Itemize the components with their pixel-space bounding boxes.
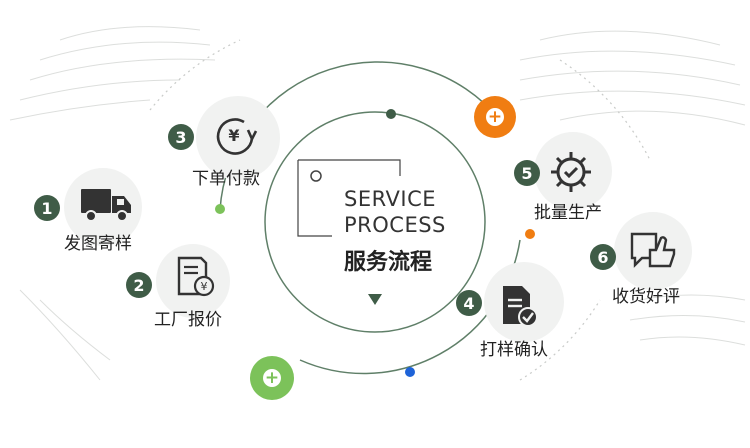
ring-dot xyxy=(386,109,396,119)
title-en-line2: PROCESS xyxy=(344,213,446,237)
svg-text:¥: ¥ xyxy=(228,126,239,145)
step-number: 3 xyxy=(168,124,194,150)
step-bubble xyxy=(196,96,280,180)
step-label: 收货好评 xyxy=(612,287,680,307)
svg-text:¥: ¥ xyxy=(201,280,208,293)
thumbs-up-message-icon xyxy=(630,232,676,268)
title-en-line1: SERVICE xyxy=(344,187,437,211)
frame-circle xyxy=(310,170,322,182)
quote-document-icon: ¥ xyxy=(177,256,215,297)
ring-dot xyxy=(525,229,535,239)
green-plus-button[interactable]: + xyxy=(250,356,294,400)
step-label: 打样确认 xyxy=(480,340,548,360)
step-label: 批量生产 xyxy=(534,203,602,223)
step-number: 5 xyxy=(514,160,540,186)
step-number: 2 xyxy=(126,272,152,298)
world-map-hatching xyxy=(9,26,746,381)
down-arrow-icon xyxy=(368,294,382,305)
dashed-orbit-arcs xyxy=(149,39,651,381)
step-number: 1 xyxy=(34,195,60,221)
center-title: SERVICE PROCESS 服务流程 xyxy=(344,186,446,276)
plus-icon: + xyxy=(486,107,504,127)
step-label: 下单付款 xyxy=(192,169,260,189)
title-zh: 服务流程 xyxy=(344,250,433,275)
delivery-truck-icon xyxy=(81,189,131,222)
frame-left xyxy=(297,160,332,237)
ring-dot xyxy=(215,204,225,214)
yuan-payment-icon: ¥ xyxy=(216,118,258,155)
step-label: 工厂报价 xyxy=(154,310,222,330)
step-label: 发图寄样 xyxy=(64,234,132,254)
plus-icon: + xyxy=(263,368,281,388)
inner-ring xyxy=(264,111,486,333)
ring-dot xyxy=(405,367,415,377)
gear-check-icon xyxy=(551,152,591,192)
step-bubble xyxy=(156,244,230,318)
orange-plus-button[interactable]: + xyxy=(474,96,516,138)
step-number: 4 xyxy=(456,290,482,316)
step-number: 6 xyxy=(590,244,616,270)
frame-top xyxy=(298,159,401,176)
document-check-icon xyxy=(503,286,538,327)
